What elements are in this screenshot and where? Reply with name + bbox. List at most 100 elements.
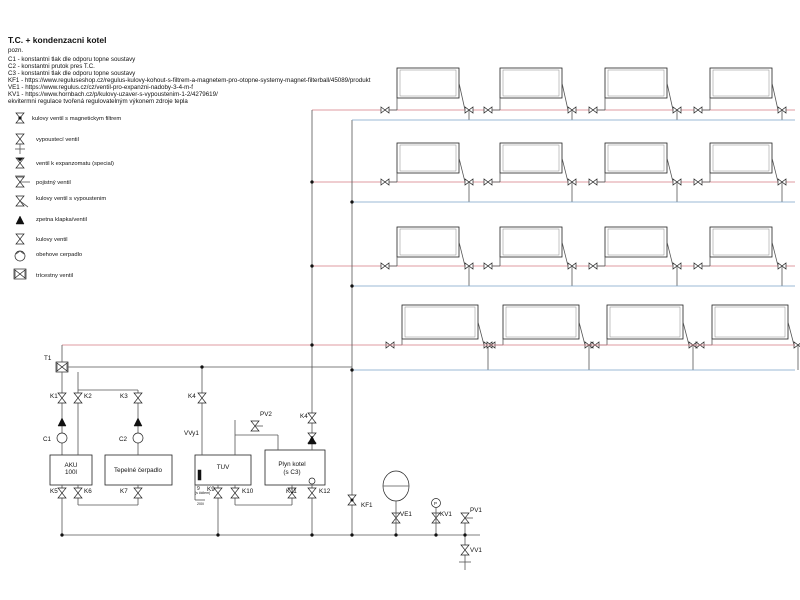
legend-label: ventil k expanzomatu (special) (36, 161, 114, 167)
label-k10: K10 (242, 488, 254, 495)
ball-valve-icon[interactable] (213, 487, 223, 499)
radiator-valve-icon[interactable] (380, 262, 390, 270)
label-vvy1: VVy1 (184, 430, 199, 437)
ball-valve-icon[interactable] (307, 412, 317, 424)
safety-valve-pv1[interactable] (460, 512, 473, 524)
radiator-valve-icon[interactable] (483, 178, 493, 186)
note-line: VE1 - https://www.regulus.cz/cz/ventil-p… (8, 84, 193, 91)
radiator[interactable] (499, 142, 563, 174)
radiator-circuits (312, 67, 800, 370)
legend-expansion-valve-icon (15, 157, 25, 169)
tuv-sensor-label: (s čidlem) (195, 491, 210, 495)
magnetic-filter-icon (350, 498, 354, 502)
legend-circulation-pump-icon (14, 250, 26, 262)
legend-label: kulovy ventil s vypoustenim (36, 196, 106, 202)
radiator-valve-icon[interactable] (693, 178, 703, 186)
three-way-valve-t1[interactable] (55, 361, 69, 373)
radiator[interactable] (604, 226, 668, 258)
circulation-pump-c1[interactable] (56, 417, 68, 444)
label-k12: K12 (319, 488, 331, 495)
note-line: KV1 - https://www.hornbach.cz/p/kulovy-u… (8, 91, 218, 98)
radiator-valve-icon[interactable] (588, 106, 598, 114)
legend-magnetic-filter-valve-icon (15, 112, 25, 124)
label-t1: T1 (44, 355, 52, 362)
label-c2: C2 (119, 436, 128, 443)
legend-drain-ball-valve-icon (15, 195, 29, 208)
ball-valve-icon[interactable] (73, 392, 83, 404)
radiator[interactable] (606, 304, 684, 340)
circulation-pump-c2[interactable] (132, 417, 144, 444)
label-k3: K3 (120, 393, 128, 400)
heat-pump-label: Tepelné čerpadlo (114, 467, 162, 474)
legend-label: vypoustecí ventil (36, 137, 79, 143)
radiator[interactable] (604, 142, 668, 174)
legend-label: trícestny ventil (36, 273, 73, 279)
label-k2: K2 (84, 393, 92, 400)
legend-drain-valve-icon (15, 133, 25, 154)
radiator[interactable] (396, 67, 460, 99)
tuv-label: TUV (217, 464, 230, 471)
radiator-valve-icon[interactable] (693, 106, 703, 114)
aku-tank[interactable] (49, 454, 93, 486)
pressure-gauge-icon (431, 498, 441, 535)
boiler-label: Plyn kotel (278, 461, 305, 468)
radiator[interactable] (709, 67, 773, 99)
radiator[interactable] (604, 67, 668, 99)
ball-valve-icon[interactable] (133, 487, 143, 499)
radiator[interactable] (401, 304, 479, 340)
radiator-valve-icon[interactable] (693, 262, 703, 270)
radiator[interactable] (709, 226, 773, 258)
note-line: ekvitermni regulace tvořená regulovateln… (8, 98, 188, 105)
label-pv1: PV1 (470, 507, 482, 514)
radiator[interactable] (502, 304, 580, 340)
label-p: P (434, 501, 437, 506)
radiator[interactable] (499, 67, 563, 99)
radiator-valve-icon[interactable] (380, 106, 390, 114)
legend-ball-valve-icon (15, 233, 25, 245)
radiator-valve-icon[interactable] (483, 262, 493, 270)
radiator[interactable] (396, 142, 460, 174)
radiator-valve-icon[interactable] (588, 178, 598, 186)
ball-valve-icon[interactable] (230, 487, 240, 499)
ball-valve-icon[interactable] (57, 487, 67, 499)
label-ve1: VE1 (400, 511, 412, 518)
ball-valve-icon[interactable] (287, 487, 297, 499)
legend-label: kulovy ventil (36, 237, 68, 243)
radiator[interactable] (711, 304, 789, 340)
boiler-label-c3: (s C3) (283, 469, 300, 476)
label-c1: C1 (43, 436, 52, 443)
label-kv1: KV1 (440, 511, 452, 518)
label-k1: K1 (50, 393, 58, 400)
tuv-sensor-icon (197, 469, 202, 481)
label-k4-boiler: K4 (300, 413, 308, 420)
radiator-valve-icon[interactable] (380, 178, 390, 186)
radiator[interactable] (396, 226, 460, 258)
label-vv1: VV1 (470, 547, 482, 554)
heat-pump-unit[interactable] (104, 454, 173, 486)
radiator[interactable] (499, 226, 563, 258)
aku-volume: 100l (65, 469, 77, 476)
radiator[interactable] (709, 142, 773, 174)
radiator-valve-icon[interactable] (588, 262, 598, 270)
drain-valve-vv1[interactable] (459, 544, 471, 563)
ball-valve-icon[interactable] (197, 392, 207, 404)
note-line: C2 - konstantni prutok pres T.C. (8, 63, 95, 70)
tuv-tank[interactable] (194, 454, 252, 486)
label-k9: K9 (207, 486, 215, 493)
diagram-title: T.C. + kondenzacni kotel (8, 35, 106, 45)
note-line: C3 - konstantni tlak dle odporu topne so… (8, 70, 136, 77)
radiator-valve-icon[interactable] (483, 106, 493, 114)
label-kf1: KF1 (361, 502, 373, 509)
ball-valve-icon[interactable] (57, 392, 67, 404)
ball-valve-icon[interactable] (307, 487, 317, 499)
aku-label: AKU (65, 462, 78, 469)
note-line: C1 - konstantni tlak dle odporu topne so… (8, 56, 136, 63)
legend-safety-valve-icon (15, 175, 30, 188)
safety-valve-pv2[interactable] (250, 420, 263, 432)
label-k6: K6 (84, 488, 92, 495)
ball-valve-icon[interactable] (73, 487, 83, 499)
label-k5: K5 (50, 488, 58, 495)
ball-valve-icon[interactable] (133, 392, 143, 404)
gas-boiler[interactable] (264, 449, 326, 486)
